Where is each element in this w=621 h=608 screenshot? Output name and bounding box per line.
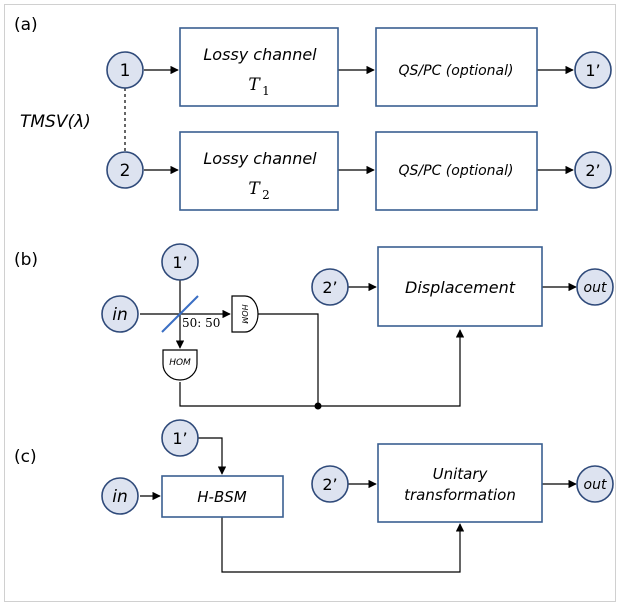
node-in-b: in [101, 295, 139, 333]
hom-detector-right: HOM [231, 295, 259, 333]
junction-dot [314, 402, 322, 410]
node-out-c: out [576, 465, 614, 503]
node-in-c: in [101, 477, 139, 515]
unitary-label-line2: transformation [404, 486, 516, 504]
hbsm-label: H-BSM [197, 488, 247, 506]
output-node-1prime: 1’ [574, 51, 612, 89]
lossy-channel-1-subscript: 1 [262, 84, 270, 98]
lossy-channel-2-box: Lossy channel T 2 [179, 131, 339, 211]
node-1prime-c: 1’ [161, 419, 199, 457]
node-in-b-label: in [112, 305, 128, 325]
qs-pc-2-label: QS/PC (optional) [399, 163, 514, 179]
unitary-transformation-box: Unitary transformation [377, 443, 543, 523]
hom-detector-bottom: HOM [162, 349, 198, 381]
beamsplitter [161, 295, 199, 333]
lossy-channel-1-title: Lossy channel [203, 45, 317, 64]
arrow-1prime-to-hbsm [198, 437, 227, 475]
input-node-1: 1 [106, 51, 144, 89]
input-node-2-label: 2 [120, 161, 131, 181]
node-2prime-b-label: 2’ [322, 278, 337, 297]
displacement-box: Displacement [377, 246, 543, 327]
input-node-1-label: 1 [120, 61, 131, 81]
node-1prime-c-label: 1’ [172, 429, 187, 448]
qs-pc-1-label: QS/PC (optional) [399, 63, 514, 79]
lossy-channel-2-subscript: 2 [262, 188, 270, 202]
lossy-channel-1-box: Lossy channel T 1 [179, 27, 339, 107]
hom-right-output-wire [255, 313, 319, 406]
qs-pc-2-box: QS/PC (optional) [375, 131, 538, 211]
figure-frame [4, 4, 616, 602]
node-2prime-b: 2’ [311, 268, 349, 306]
node-in-c-label: in [112, 487, 128, 507]
hom-bottom-label: HOM [169, 358, 191, 368]
panel-b-label: (b) [14, 250, 38, 270]
output-node-2prime: 2’ [574, 151, 612, 189]
lossy-channel-2-param: T [248, 179, 261, 199]
qs-pc-1-box: QS/PC (optional) [375, 27, 538, 107]
node-2prime-c-label: 2’ [322, 475, 337, 494]
node-2prime-c: 2’ [311, 465, 349, 503]
tmsv-label: TMSV(λ) [20, 112, 91, 132]
node-out-c-label: out [584, 477, 607, 493]
hbsm-classical-output-wire [221, 517, 465, 573]
output-node-1prime-label: 1’ [585, 61, 600, 80]
panel-c-label: (c) [14, 447, 37, 467]
lossy-channel-1-param: T [248, 75, 261, 95]
node-out-b: out [576, 268, 614, 306]
node-out-b-label: out [584, 280, 607, 296]
lossy-channel-2-title: Lossy channel [203, 149, 317, 168]
input-node-2: 2 [106, 151, 144, 189]
hom-right-label: HOM [240, 304, 249, 323]
panel-a-label: (a) [14, 15, 38, 35]
beamsplitter-ratio-label: 50: 50 [182, 316, 220, 330]
node-1prime-b-label: 1’ [172, 253, 187, 272]
hbsm-box: H-BSM [161, 475, 284, 518]
classical-feedforward-wire [179, 329, 465, 407]
displacement-label: Displacement [405, 278, 516, 297]
node-1prime-b: 1’ [161, 243, 199, 281]
output-node-2prime-label: 2’ [585, 161, 600, 180]
unitary-label-line1: Unitary [433, 465, 489, 483]
